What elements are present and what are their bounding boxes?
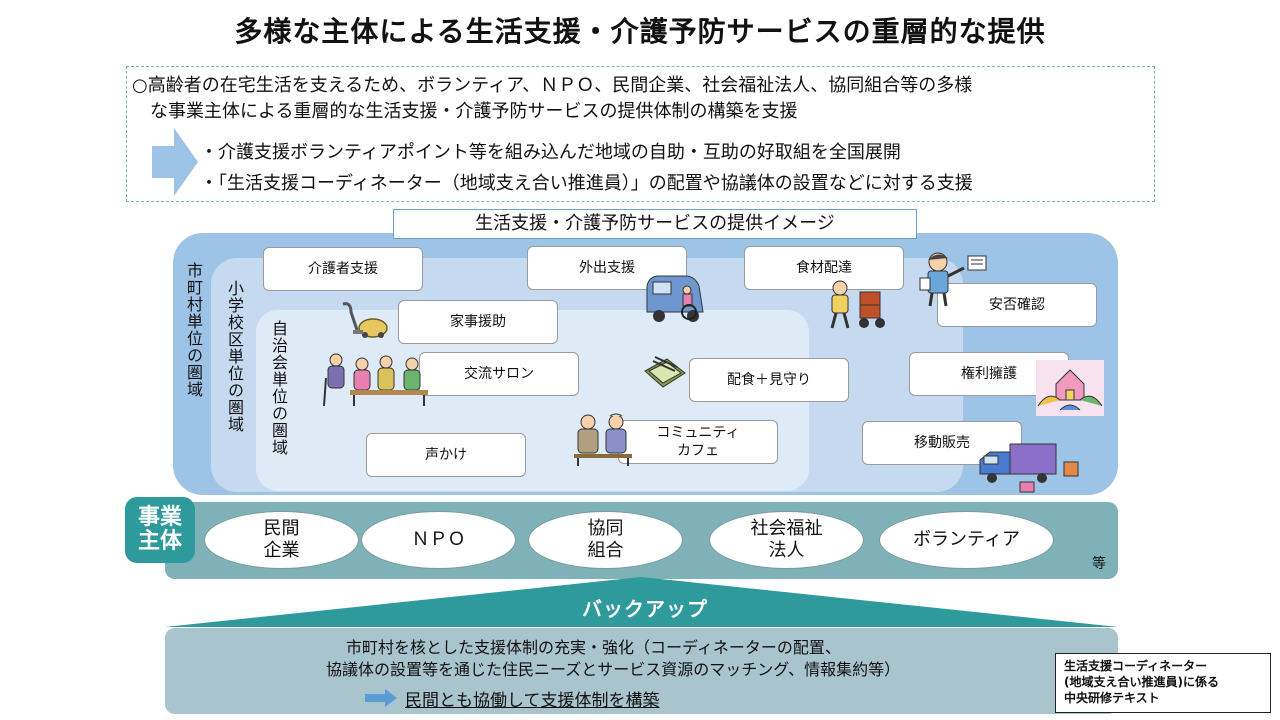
service-community-cafe: コミュニティ カフェ xyxy=(618,420,778,464)
intro-line-2: な事業主体による重層的な生活支援・介護予防サービスの提供体制の構築を支援 xyxy=(150,101,798,122)
intro-bullet-1: ・介護支援ボランティアポイント等を組み込んだ地域の自助・互助の好取組を全国展開 xyxy=(200,142,901,163)
entity-private-line-1: 民間 xyxy=(263,518,300,539)
zone-municipal-label: 市町村単位の圏域 xyxy=(184,262,203,398)
entity-welfare-line-1: 社会福祉 xyxy=(750,518,823,539)
note-line-1: 生活支援コーディネーター xyxy=(1064,659,1208,673)
service-housework: 家事援助 xyxy=(398,300,558,344)
entity-tag-line-1: 事業 xyxy=(137,505,182,530)
vacuum-cleaner-icon xyxy=(342,302,388,338)
service-salon: 交流サロン xyxy=(419,352,579,396)
note-line-3: 中央研修テキスト xyxy=(1064,691,1160,705)
note-line-2: (地域支え合い推進員)に係る xyxy=(1064,675,1219,689)
entity-volunteer: ボランティア xyxy=(879,511,1054,569)
mobile-sales-truck-icon xyxy=(979,443,1079,493)
entity-welfare-line-2: 法人 xyxy=(768,540,805,561)
cafe-people-icon xyxy=(574,413,632,466)
intro-bullet-2: ・「生活支援コーディネーター（地域支え合い推進員）」の配置や協議体の設置などに対… xyxy=(200,173,973,194)
backup-line-1: 市町村を核とした支援体制の充実・強化（コーディネーターの配置、 xyxy=(346,638,841,657)
entity-etc: 等 xyxy=(1092,556,1106,572)
backup-box xyxy=(165,628,1118,714)
zone-school-label: 小学校区単位の圏域 xyxy=(225,280,244,433)
backup-sub-text: 民間とも協働して支援体制を構築 xyxy=(405,691,660,711)
delivery-person-icon xyxy=(830,280,885,329)
service-greeting: 声かけ xyxy=(366,433,526,477)
cafe-label-1: コミュニティ xyxy=(656,425,740,441)
training-text-note: 生活支援コーディネーター (地域支え合い推進員)に係る 中央研修テキスト xyxy=(1055,653,1271,713)
backup-triangle xyxy=(165,577,1118,627)
caller-person-icon xyxy=(919,252,987,307)
entity-private-line-2: 企業 xyxy=(263,540,300,561)
right-arrow-icon xyxy=(365,689,397,707)
service-image-label: 生活支援・介護予防サービスの提供イメージ xyxy=(393,209,917,239)
entity-npo: ＮＰＯ xyxy=(361,511,516,569)
service-meal-watch: 配食＋見守り xyxy=(689,358,849,402)
entity-coop-line-2: 組合 xyxy=(587,540,624,561)
page-title: 多様な主体による生活支援・介護予防サービスの重層的な提供 xyxy=(234,15,1046,48)
service-safety-check: 安否確認 xyxy=(937,283,1097,327)
backup-line-2: 協議体の設置等を通じた住民ニーズとサービス資源のマッチング、情報集約等） xyxy=(326,660,901,679)
entity-private-company: 民間 企業 xyxy=(204,511,359,569)
entity-cooperative: 協同 組合 xyxy=(528,511,683,569)
rights-protection-icon xyxy=(1036,360,1104,416)
intro-box xyxy=(126,66,1155,202)
elderly-group-icon xyxy=(323,353,428,407)
service-food-delivery: 食材配達 xyxy=(744,246,904,290)
entity-social-welfare: 社会福祉 法人 xyxy=(709,511,864,569)
wheelchair-van-icon xyxy=(646,275,704,322)
right-arrow-icon xyxy=(152,128,198,196)
service-caregiver-support: 介護者支援 xyxy=(263,247,423,291)
entity-tag: 事業 主体 xyxy=(125,497,195,563)
entity-tag-line-2: 主体 xyxy=(137,529,182,554)
intro-line-1: ○高齢者の在宅生活を支えるため、ボランティア、ＮＰＯ、民間企業、社会福祉法人、協… xyxy=(132,75,973,96)
cafe-label-2: カフェ xyxy=(677,443,719,459)
bento-box-icon xyxy=(644,356,686,388)
entity-coop-line-1: 協同 xyxy=(587,518,624,539)
zone-neighborhood-label: 自治会単位の圏域 xyxy=(269,320,288,456)
backup-title: バックアップ xyxy=(582,597,708,621)
